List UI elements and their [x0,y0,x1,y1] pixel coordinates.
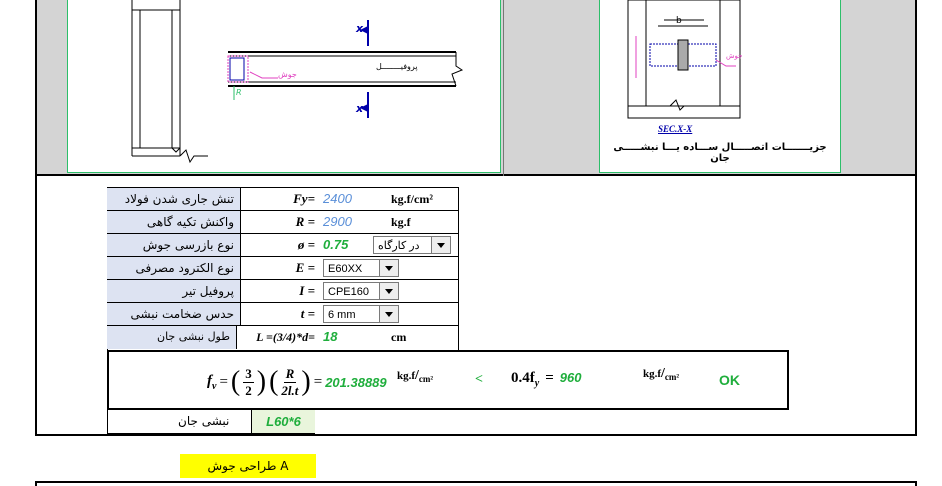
drawing-panel: x x پروفیــــــــل جوش R b جوش SEC.X-X ج… [35,0,917,176]
unit-1: kg.f/cm² [397,368,434,385]
row-label: نوع بازرسی جوش [107,234,241,256]
row-symbol: E = [295,260,315,275]
row-symbol: ø = [297,237,315,252]
inspection-select-value: در کارگاه [378,240,420,252]
row-symbol: R = [295,214,315,229]
paren-open: ( [269,366,279,397]
calc-frame [35,176,917,436]
row-l: طول نبشی جان L =(3/4)*d= 18 cm [107,326,459,349]
detail-caption: جزیـــــــات اتصـــــال ســـاده یـــا نب… [613,142,827,164]
angle-row: نبشی جان L60*6 [107,410,315,434]
row-symbol: I = [299,283,315,298]
angle-label: نبشی جان [178,414,230,428]
row-label: تنش جاری شدن فولاد [107,188,241,210]
row-t: حدس ضخامت نبشی t = 6 mm [107,303,459,326]
section-drawing: b جوش SEC.X-X جزیـــــــات اتصـــــال سـ… [599,0,841,173]
stress-result: 201.38889 [325,374,387,390]
inspection-select[interactable]: در کارگاه [373,236,451,254]
next-section-frame [35,481,917,486]
chevron-down-icon[interactable] [379,306,398,322]
angle-value: L60*6 [266,414,301,429]
chevron-down-icon[interactable] [379,283,398,299]
row-symbol: L =(3/4)*d= [256,330,315,344]
r-value[interactable]: 2900 [323,214,352,229]
compare-sign: < [475,372,483,387]
chevron-down-icon[interactable] [431,237,450,253]
section-label: SEC.X-X [658,124,693,134]
elevation-drawing: x x پروفیــــــــل جوش R [67,0,501,173]
row-unit: kg.f [391,215,411,229]
row-phi: نوع بازرسی جوش ø = 0.75 در کارگاه [107,234,459,257]
thickness-select[interactable]: 6 mm [323,305,399,323]
profile-label: پروفیــــــــل [376,62,418,71]
fraction-1: 3 2 [243,365,254,398]
panel-divider [503,0,504,176]
chevron-down-icon[interactable] [379,260,398,276]
electrode-select[interactable]: E60XX [323,259,399,277]
profile-select-value: CPE160 [328,286,369,298]
section-sketch [627,0,741,119]
row-i: پروفیل تیر I = CPE160 [107,280,459,303]
weld-label-left: جوش [278,70,297,79]
row-unit: kg.f/cm² [391,192,433,206]
formula-lhs: fv [207,372,217,392]
unit-2: kg.f/cm² [643,366,680,383]
row-r: واکنش تکیه گاهی R = 2900 kg.f [107,211,459,234]
electrode-select-value: E60XX [328,263,363,275]
row-label: نوع الکترود مصرفی [107,257,241,279]
row-label: واکنش تکیه گاهی [107,211,241,233]
row-symbol: Fy= [293,191,315,206]
fy-value[interactable]: 2400 [323,191,352,206]
angle-value-cell: L60*6 [251,410,315,433]
equals-sign: = [545,370,554,386]
profile-select[interactable]: CPE160 [323,282,399,300]
stress-check-formula: fv = ( 3 2 ) ( R 2l.t ) = 201.38889 kg.f… [107,350,789,410]
section-title: طراحی جوش A [180,454,316,478]
equals-sign: = [313,373,323,390]
section-marker-top: x [356,22,364,35]
l-value: 18 [323,329,338,344]
row-symbol: t = [300,306,315,321]
row-e: نوع الکترود مصرفی E = E60XX [107,257,459,280]
dim-b: b [676,16,682,26]
row-fy: تنش جاری شدن فولاد Fy= 2400 kg.f/cm² [107,188,459,211]
allowable-expression: 0.4fy = 960 [511,370,581,389]
row-label: حدس ضخامت نبشی [107,303,241,325]
allowable-value: 960 [559,370,582,385]
row-unit: cm [391,330,407,344]
phi-value: 0.75 [323,237,349,252]
paren-close: ) [256,366,267,397]
equals-sign: = [219,373,228,390]
section-marker-bottom: x [356,102,364,115]
reaction-label: R [236,88,242,97]
thickness-select-value: 6 mm [328,309,356,321]
row-label: پروفیل تیر [107,280,241,302]
row-label: طول نبشی جان [107,326,237,349]
elevation-sketch [131,0,464,164]
formula-expression: fv = ( 3 2 ) ( R 2l.t ) = 201.38889 [207,360,387,404]
check-status: OK [719,372,740,388]
paren-open: ( [230,366,241,397]
weld-label-right: جوش [726,52,743,60]
allowable-lhs: 0.4fy [511,370,540,389]
fraction-2: R 2l.t [281,365,299,398]
paren-close: ) [301,366,311,397]
